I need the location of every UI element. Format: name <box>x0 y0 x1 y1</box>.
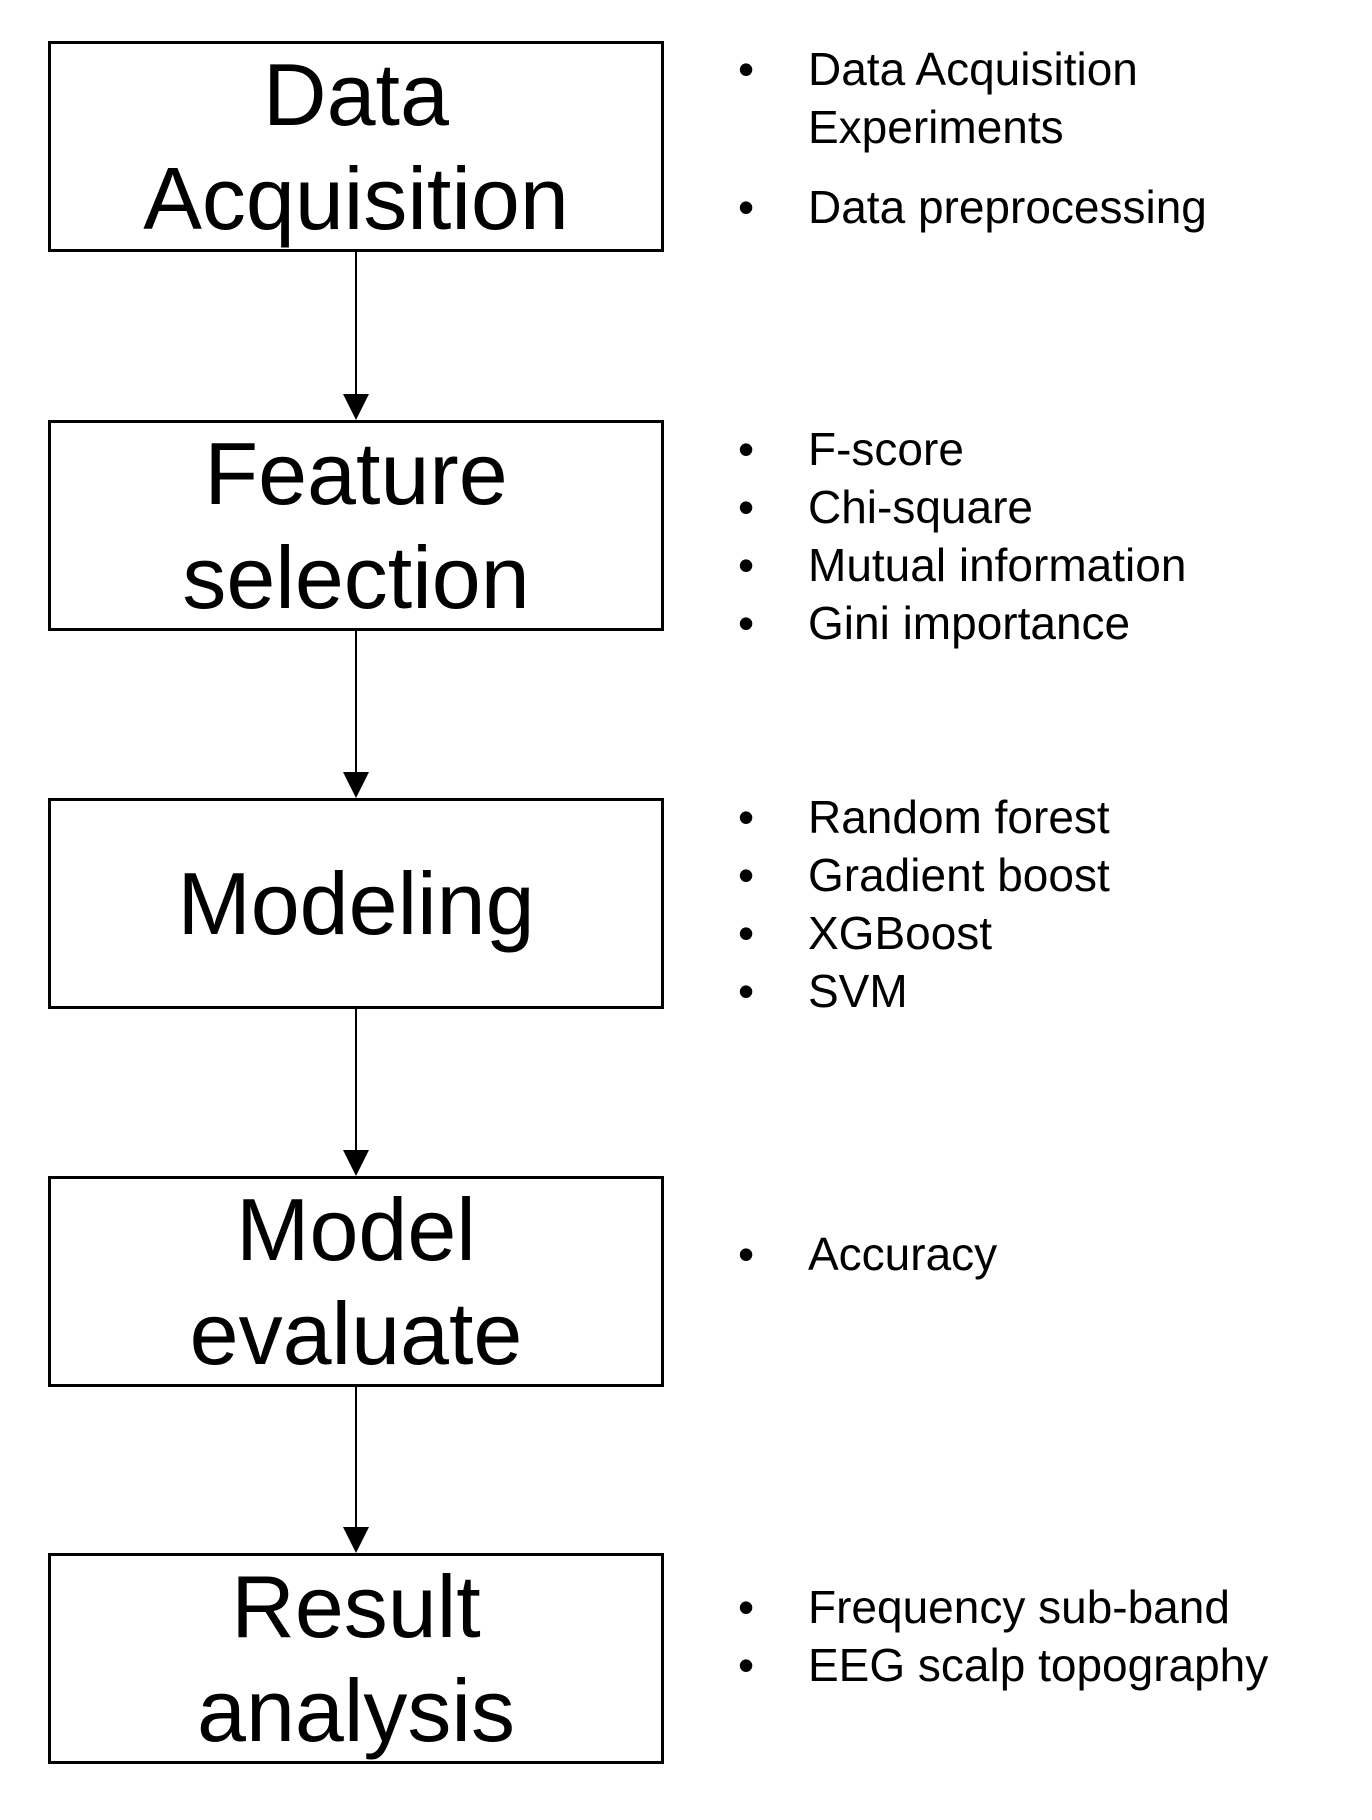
details-result-analysis: • Frequency sub-band • EEG scalp topogra… <box>730 1578 1268 1694</box>
detail-text: Data preprocessing <box>808 181 1207 233</box>
detail-item: • Data preprocessing <box>730 178 1228 236</box>
detail-item: • Gini importance <box>730 594 1186 652</box>
detail-text: Accuracy <box>808 1228 998 1280</box>
arrowhead-icon <box>343 772 369 798</box>
detail-text: Frequency sub-band <box>808 1581 1230 1633</box>
detail-text: EEG scalp topography <box>808 1639 1269 1691</box>
detail-item: • Data Acquisition Experiments <box>730 40 1228 156</box>
stage-box-model-evaluate: Model evaluate <box>48 1176 664 1387</box>
details-modeling: • Random forest • Gradient boost • XGBoo… <box>730 788 1110 1020</box>
bullet-icon: • <box>738 1581 755 1633</box>
bullet-icon: • <box>738 965 755 1017</box>
stage-box-data-acquisition: Data Acquisition <box>48 41 664 252</box>
stage-label-line: evaluate <box>189 1283 523 1383</box>
stage-box-modeling: Modeling <box>48 798 664 1009</box>
detail-text: Chi-square <box>808 481 1033 533</box>
detail-text: Random forest <box>808 791 1110 843</box>
detail-text: SVM <box>808 965 908 1017</box>
detail-item: • Accuracy <box>730 1225 997 1283</box>
bullet-icon: • <box>738 791 755 843</box>
bullet-icon: • <box>738 597 755 649</box>
arrowhead-icon <box>343 1527 369 1553</box>
detail-item: • F-score <box>730 420 1186 478</box>
bullet-icon: • <box>738 43 755 95</box>
detail-item: • Frequency sub-band <box>730 1578 1268 1636</box>
bullet-icon: • <box>738 181 755 233</box>
detail-item: • Gradient boost <box>730 846 1110 904</box>
details-data-acquisition: • Data Acquisition Experiments • Data pr… <box>730 40 1228 236</box>
bullet-icon: • <box>738 849 755 901</box>
arrowhead-icon <box>343 1150 369 1176</box>
bullet-icon: • <box>738 907 755 959</box>
bullet-icon: • <box>738 481 755 533</box>
stage-box-result-analysis: Result analysis <box>48 1553 664 1764</box>
detail-item: • SVM <box>730 962 1110 1020</box>
bullet-icon: • <box>738 423 755 475</box>
bullet-icon: • <box>738 1228 755 1280</box>
stage-label-line: Result <box>231 1556 481 1656</box>
stage-label-line: Model <box>236 1179 476 1279</box>
detail-text: Data Acquisition Experiments <box>808 43 1138 153</box>
detail-text: Mutual information <box>808 539 1187 591</box>
stage-label-line: Feature <box>204 423 508 523</box>
detail-text: Gini importance <box>808 597 1131 649</box>
stage-label-line: Data <box>263 44 449 144</box>
bullet-icon: • <box>738 539 755 591</box>
detail-text: Gradient boost <box>808 849 1110 901</box>
stage-label-line: Acquisition <box>143 148 569 248</box>
stage-label-line: selection <box>182 527 530 627</box>
detail-item: • Mutual information <box>730 536 1186 594</box>
detail-item: • Chi-square <box>730 478 1186 536</box>
stage-box-feature-selection: Feature selection <box>48 420 664 631</box>
stage-label-line: Modeling <box>177 853 535 953</box>
stage-label-line: analysis <box>197 1660 515 1760</box>
detail-item: • XGBoost <box>730 904 1110 962</box>
detail-text: XGBoost <box>808 907 993 959</box>
arrowhead-icon <box>343 394 369 420</box>
details-model-evaluate: • Accuracy <box>730 1225 997 1283</box>
details-feature-selection: • F-score • Chi-square • Mutual informat… <box>730 420 1186 652</box>
bullet-icon: • <box>738 1639 755 1691</box>
detail-item: • Random forest <box>730 788 1110 846</box>
detail-item: • EEG scalp topography <box>730 1636 1268 1694</box>
detail-text: F-score <box>808 423 964 475</box>
